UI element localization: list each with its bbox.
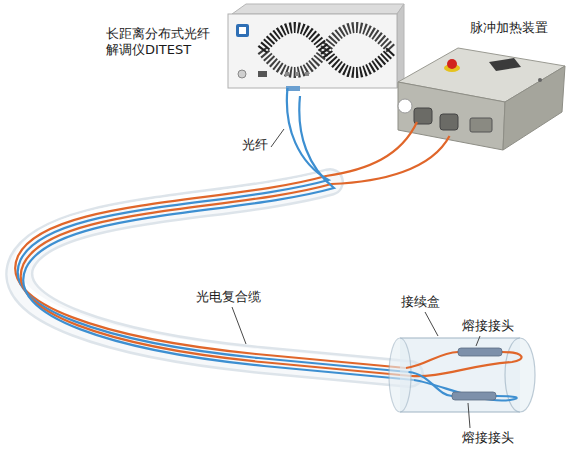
leader-lines (232, 129, 480, 428)
part-label: 脉冲加热装置 (470, 20, 548, 36)
part-label: 长距离分布式光纤 解调仪DITEST (106, 26, 222, 58)
part-label: 熔接接头 (462, 430, 514, 446)
demodulator-device (228, 4, 404, 91)
part-label: 光纤 (242, 137, 268, 153)
part-label: 光电复合缆 (196, 289, 261, 305)
pulse-heater (398, 48, 565, 150)
fibres-and-wires (15, 88, 449, 380)
part-label: 接续盒 (401, 294, 440, 310)
splice-enclosure (389, 338, 535, 412)
part-label: 熔接接头 (462, 318, 514, 334)
